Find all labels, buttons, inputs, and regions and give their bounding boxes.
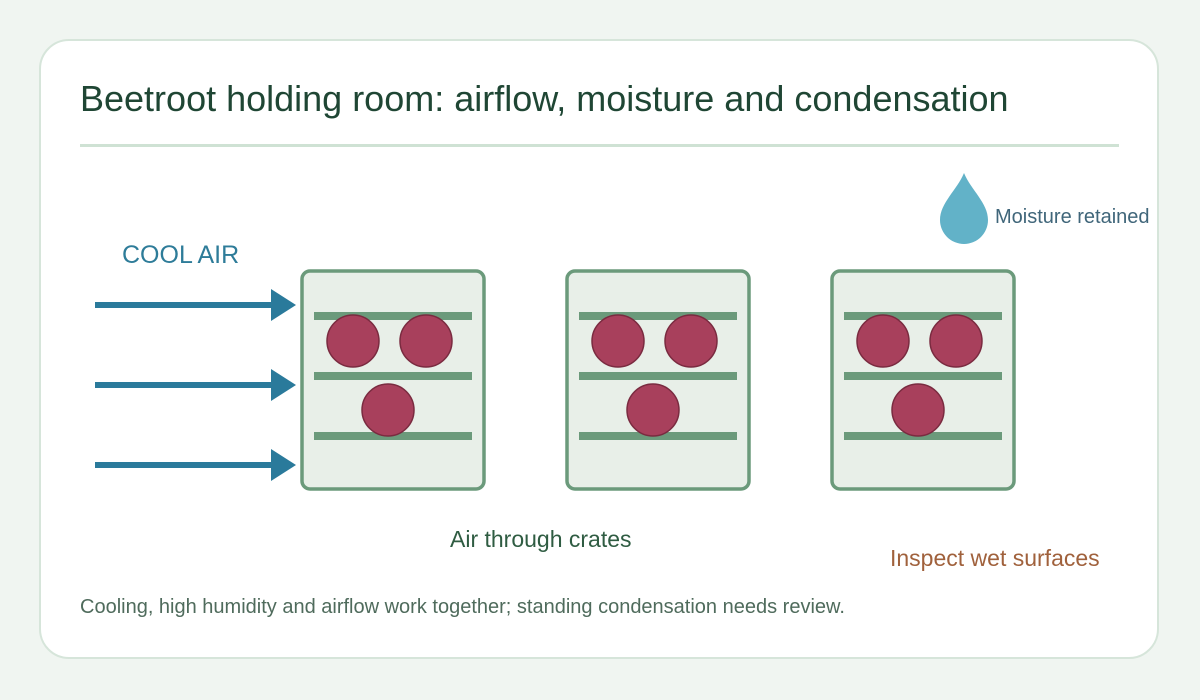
beetroot-icon xyxy=(664,314,718,368)
crate-shelf xyxy=(844,372,1002,380)
diagram-title: Beetroot holding room: airflow, moisture… xyxy=(80,78,1009,119)
water-droplet-icon xyxy=(940,173,988,244)
crate-icon xyxy=(300,269,486,491)
crate-shelf xyxy=(579,312,737,320)
crate-shelf xyxy=(314,312,472,320)
cool-air-label: COOL AIR xyxy=(122,241,240,269)
crates xyxy=(300,269,1016,491)
airflow-arrow-icon xyxy=(95,449,296,481)
beetroot-icon xyxy=(626,383,680,437)
crate-icon xyxy=(830,269,1016,491)
beetroot-icon xyxy=(929,314,983,368)
beetroot-icon xyxy=(361,383,415,437)
air-through-crates-label: Air through crates xyxy=(450,526,632,552)
moisture-retained-label: Moisture retained xyxy=(995,206,1150,228)
crate-shelf xyxy=(579,372,737,380)
crate-shelf xyxy=(844,312,1002,320)
footnote: Cooling, high humidity and airflow work … xyxy=(80,596,845,618)
beetroot-icon xyxy=(856,314,910,368)
title-divider xyxy=(80,144,1119,147)
airflow-arrows xyxy=(95,289,296,481)
crate-shelf xyxy=(314,372,472,380)
airflow-arrow-icon xyxy=(95,289,296,321)
airflow-arrow-icon xyxy=(95,369,296,401)
beetroot-icon xyxy=(399,314,453,368)
inspect-wet-surfaces-label: Inspect wet surfaces xyxy=(890,545,1100,571)
beetroot-icon xyxy=(326,314,380,368)
beetroot-icon xyxy=(891,383,945,437)
beetroot-icon xyxy=(591,314,645,368)
crate-icon xyxy=(565,269,751,491)
